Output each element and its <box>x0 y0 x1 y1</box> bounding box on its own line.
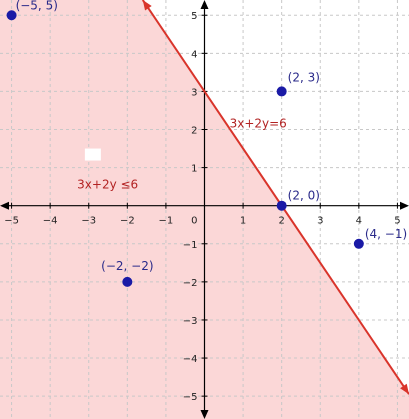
y-axis-arrow-up <box>200 0 209 9</box>
point-label: (2, 0) <box>288 189 320 203</box>
data-point <box>276 200 287 211</box>
y-tick-label: −4 <box>183 354 198 365</box>
point-label: (2, 3) <box>288 70 320 84</box>
white-marker <box>84 148 101 161</box>
data-point <box>6 10 17 21</box>
y-tick-label: 2 <box>191 126 197 137</box>
origin-label: 0 <box>191 216 197 227</box>
point-label: (−5, 5) <box>16 0 58 12</box>
y-tick-label: 5 <box>191 11 197 22</box>
y-tick-label: 1 <box>191 164 197 175</box>
x-tick-label: 4 <box>356 216 362 227</box>
data-point <box>353 238 364 249</box>
x-tick-label: 2 <box>278 216 284 227</box>
y-axis-arrow-down <box>200 410 209 419</box>
data-point <box>122 276 133 287</box>
boundary-line-arrow-top <box>142 0 152 11</box>
x-tick-label: 3 <box>317 216 323 227</box>
x-tick-label: 5 <box>394 216 400 227</box>
x-tick-label: −4 <box>43 216 58 227</box>
boundary-equation-label: 3x+2y=6 <box>230 117 287 131</box>
points-layer <box>6 10 364 287</box>
labels-layer: (−5, 5) (2, 3) (2, 0) (−2, −2) (4, −1) 3x+2y=… <box>16 0 408 273</box>
boundary-line-layer <box>141 0 409 395</box>
y-tick-label: −3 <box>183 316 198 327</box>
x-tick-label: −2 <box>120 216 135 227</box>
boundary-line-arrow-bottom <box>400 383 409 395</box>
x-axis-arrow-right <box>400 201 409 210</box>
x-axis-arrow-left <box>0 201 9 210</box>
x-tick-label: −5 <box>4 216 19 227</box>
tick-labels-layer: −5 −4 −3 −2 −1 1 2 3 4 5 −5 −4 −3 −2 −1 1 2 3 4 5 0 <box>4 11 400 403</box>
y-tick-label: −5 <box>183 392 198 403</box>
point-label: (−2, −2) <box>101 259 153 273</box>
shaded-region-label: 3x+2y ≤6 <box>77 178 138 192</box>
y-tick-label: −2 <box>183 278 198 289</box>
x-tick-label: −1 <box>159 216 174 227</box>
y-tick-label: −1 <box>183 240 198 251</box>
point-label: (4, −1) <box>365 227 407 241</box>
data-point <box>276 86 287 97</box>
boundary-line <box>141 0 409 395</box>
y-tick-label: 4 <box>191 49 197 60</box>
y-tick-label: 3 <box>191 87 197 98</box>
x-tick-label: 1 <box>240 216 246 227</box>
x-tick-label: −3 <box>81 216 96 227</box>
